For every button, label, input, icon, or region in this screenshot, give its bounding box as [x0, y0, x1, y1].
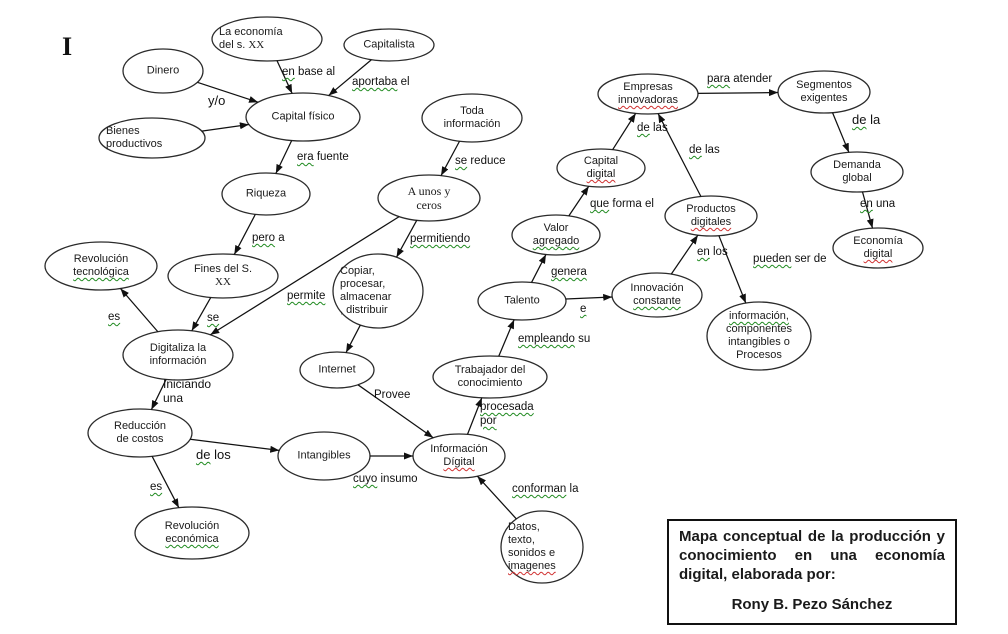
edge-arrow-demanda-economia-digital	[861, 191, 874, 229]
caption-author: Rony B. Pezo Sánchez	[731, 596, 893, 614]
concept-node-capital-digital	[556, 148, 646, 188]
concept-node-toda-informacion	[421, 93, 523, 143]
edge-label: Provee	[374, 389, 411, 401]
edge-label: e	[580, 303, 587, 315]
edge-arrow-digitaliza-revolucion-tec	[119, 288, 159, 333]
edge-arrow-talento-innovacion	[565, 293, 613, 301]
edge-arrow-internet-informacion-digital	[357, 384, 434, 439]
edge-label: en base al	[282, 66, 336, 78]
edge-arrow-capital-fisico-riqueza	[275, 140, 293, 174]
edge-label: conforman la	[512, 483, 579, 495]
edge-label: de los	[196, 447, 231, 462]
edge-label: permitiendo	[410, 233, 471, 245]
edge-label: que forma el	[590, 198, 654, 210]
caption-box: Mapa conceptual de la producción y conoc…	[667, 519, 957, 625]
edge-label: para atender	[707, 73, 773, 85]
concept-node-datos	[500, 510, 584, 584]
edge-arrow-reduccion-revolucion-eco	[151, 456, 180, 508]
concept-node-reduccion	[87, 408, 193, 458]
concept-node-informacion-digital	[412, 433, 506, 479]
concept-node-capitalista	[343, 28, 435, 62]
edge-label: cuyo insumo	[353, 473, 418, 485]
concept-node-info-componentes	[706, 301, 812, 371]
edge-label: pueden ser de	[753, 253, 827, 265]
concept-node-la-economia	[211, 16, 323, 62]
edge-label: empleando su	[518, 333, 591, 345]
concept-node-productos	[664, 195, 758, 237]
edge-label: era fuente	[297, 151, 349, 163]
edge-label: en los	[697, 246, 728, 258]
edge-label: de la	[852, 112, 881, 127]
edge-arrow-riqueza-fines	[233, 214, 256, 255]
edge-label: se reduce	[455, 155, 506, 167]
concept-node-revolucion-eco	[134, 506, 250, 560]
edge-arrow-la-economia-capital-fisico	[276, 60, 293, 94]
edge-arrow-datos-informacion-digital	[476, 475, 517, 520]
edge-arrow-copiar-internet	[345, 324, 361, 353]
edge-label: es	[108, 311, 121, 323]
edge-arrow-talento-valor	[530, 254, 547, 283]
concept-node-capital-fisico	[245, 92, 361, 142]
edge-label: y/o	[208, 93, 226, 108]
edge-arrow-reduccion-intangibles	[190, 438, 280, 453]
edge-arrow-digitaliza-reduccion	[150, 379, 167, 410]
edge-label: es	[150, 481, 163, 493]
concept-node-demanda	[810, 151, 904, 193]
edge-arrow-empresas-segmentos	[697, 89, 779, 97]
caption-text: Mapa conceptual de la producción y conoc…	[679, 528, 945, 583]
edge-label: de las	[637, 122, 668, 134]
cursor-mark: I	[62, 32, 73, 61]
edge-label: genera	[551, 266, 587, 278]
concept-node-valor	[511, 214, 601, 256]
edge-label: en una	[860, 198, 896, 210]
edge-label: pero a	[252, 232, 285, 244]
edge-arrow-productos-info-componentes	[718, 235, 747, 304]
concept-node-segmentos	[777, 70, 871, 114]
concept-node-empresas	[597, 73, 699, 115]
concept-node-bienes	[98, 117, 206, 159]
edge-arrow-a-unos-digitaliza	[210, 216, 400, 336]
concept-node-digitaliza	[122, 329, 234, 381]
edge-arrow-dinero-capital-fisico	[197, 81, 259, 103]
edge-label: permite	[287, 290, 326, 302]
edge-arrow-valor-capital-digital	[568, 185, 590, 217]
concept-node-a-unos	[377, 174, 481, 222]
edge-arrow-a-unos-copiar	[395, 220, 418, 258]
edge-arrow-fines-digitaliza	[191, 297, 212, 332]
edge-arrow-toda-informacion-a-unos	[440, 140, 461, 176]
edge-arrow-innovacion-productos	[670, 234, 699, 275]
concept-node-talento	[477, 281, 567, 321]
edge-arrow-trabajador-talento	[498, 319, 515, 357]
edge-arrow-capital-digital-empresas	[612, 113, 637, 151]
concept-node-trabajador	[432, 355, 548, 399]
edge-arrow-informacion-digital-trabajador	[466, 397, 483, 435]
concept-node-economia-digital	[832, 227, 924, 269]
concept-node-fines	[167, 253, 279, 299]
concept-node-riqueza	[221, 172, 311, 216]
edge-arrow-productos-empresas	[657, 113, 702, 197]
edge-label: aportaba el	[352, 76, 410, 88]
concept-node-innovacion	[611, 272, 703, 318]
concept-node-internet	[299, 351, 375, 389]
edge-arrow-bienes-capital-fisico	[201, 122, 249, 132]
edge-label: de las	[689, 144, 720, 156]
concept-node-dinero	[122, 48, 204, 94]
edge-label: se	[207, 312, 220, 324]
concept-node-revolucion-tec	[44, 241, 158, 291]
concept-node-copiar	[332, 253, 424, 329]
edge-arrow-segmentos-demanda	[831, 112, 850, 153]
edge-arrow-capitalista-capital-fisico	[328, 59, 372, 97]
